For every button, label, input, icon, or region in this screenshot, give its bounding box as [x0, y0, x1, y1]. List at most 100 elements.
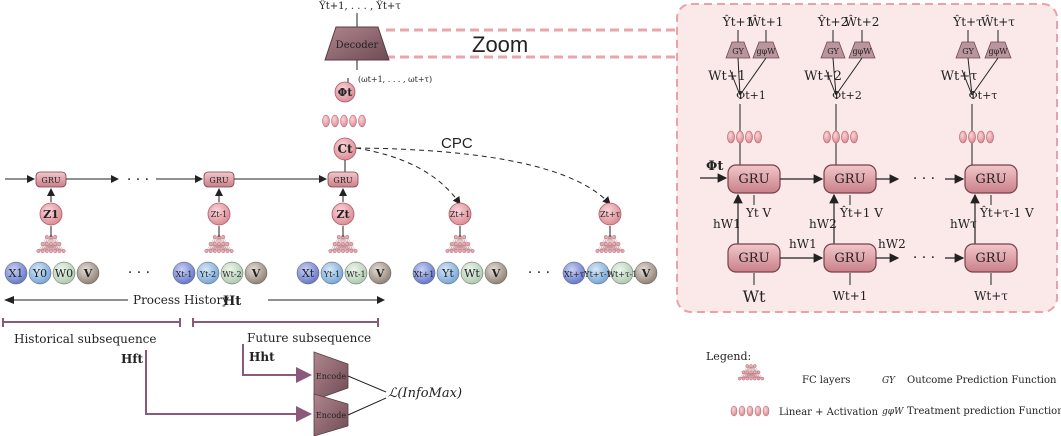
zoom-h1: hW1 — [713, 217, 741, 231]
input-group: Xt+1 Yt Wt V — [412, 261, 508, 285]
svg-text:gφW: gφW — [989, 47, 1009, 56]
z-node-t: Zt — [336, 208, 350, 221]
input-node-label: Wt-2 — [222, 270, 241, 279]
z-node-1: Z1 — [43, 208, 59, 221]
svg-text:GRU: GRU — [209, 176, 228, 185]
svg-text:Encode: Encode — [316, 411, 346, 420]
svg-text:Φt: Φt — [338, 86, 354, 99]
h-t-label: Ht — [223, 294, 241, 309]
svg-text:· · ·: · · · — [127, 172, 149, 188]
svg-text:Φt+1: Φt+1 — [736, 89, 766, 102]
z-node-t-1: Zt-1 — [211, 210, 228, 219]
input-node-label: Yt — [441, 267, 454, 280]
input-node — [4, 261, 28, 285]
what-tt: Ŵt+τ — [981, 14, 1015, 29]
input-node — [76, 261, 100, 285]
zoom-h2-between: hW2 — [878, 237, 906, 251]
input-node-label: Xt+1 — [414, 270, 435, 279]
z-nodes: Z1 Zt-1 Zt Zt+1 Zt+τ — [39, 202, 622, 226]
input-node-label: Yt-1 — [323, 270, 340, 279]
input-node-label: V — [83, 267, 93, 280]
cpc-arrows — [355, 147, 611, 205]
h-h-label: Hht — [249, 350, 275, 364]
process-history-label: Process History — [133, 293, 229, 307]
input-node — [484, 261, 508, 285]
z-node-t+1: Zt+1 — [450, 210, 471, 219]
svg-text:· · ·: · · · — [528, 265, 550, 281]
h-f-label: Hft — [121, 352, 144, 366]
svg-text:Ŷt+τ-1 V: Ŷt+τ-1 V — [979, 205, 1034, 220]
svg-text:GRU: GRU — [333, 176, 352, 185]
svg-text:GRU: GRU — [738, 172, 769, 187]
fc-layer-nets — [36, 226, 625, 253]
cpc-label: CPC — [441, 135, 473, 152]
zoom-hidden-links — [733, 193, 980, 244]
input-node-label: Wt+τ-1 — [607, 270, 637, 279]
input-node-label: V — [641, 267, 651, 280]
input-node — [320, 261, 344, 285]
svg-text:gφW: gφW — [853, 47, 873, 56]
input-node — [296, 261, 320, 285]
zoom-connector — [386, 28, 677, 59]
svg-text:Wt+τ: Wt+τ — [974, 289, 1008, 303]
input-node — [368, 261, 392, 285]
historical-subsequence-label: Historical subsequence — [14, 332, 157, 346]
input-node — [634, 261, 658, 285]
svg-text:Ct: Ct — [337, 142, 353, 156]
input-node — [436, 261, 460, 285]
input-ellipses: · · · · · · — [128, 265, 550, 281]
svg-text:· · ·: · · · — [913, 171, 935, 187]
legend-linear-icon — [730, 405, 770, 417]
svg-text:GY: GY — [732, 47, 744, 56]
input-node-label: Xt — [302, 267, 315, 280]
svg-text:GY: GY — [827, 47, 839, 56]
svg-text:Wt+1: Wt+1 — [708, 69, 746, 84]
input-node-label: V — [491, 267, 501, 280]
zoom-output-heads: Ŷt+1 Ŵt+1 Ŷt+2 Ŵt+2 Ŷt+τ Ŵt+τ GY gφW GY … — [708, 14, 1015, 168]
fc-net — [36, 226, 66, 253]
yhat-tt: Ŷt+τ — [952, 14, 983, 29]
infomax-loss: ℒ(InfoMax) — [388, 386, 462, 401]
input-node — [244, 261, 268, 285]
svg-text:Yt V: Yt V — [745, 206, 772, 220]
svg-text:Treatment prediction Function: Treatment prediction Function — [907, 406, 1061, 417]
phi-t-node — [334, 81, 356, 103]
yhat-t1: Ŷt+1 — [722, 14, 753, 29]
input-node-label: X1 — [9, 267, 24, 280]
svg-text:Wt+τ: Wt+τ — [941, 69, 978, 84]
what-t1: Ŵt+1 — [749, 14, 784, 29]
zoom-htau: hWτ — [950, 217, 977, 231]
process-history: Process History Ht — [4, 293, 385, 309]
svg-text:gφW: gφW — [882, 407, 904, 417]
fc-net — [595, 226, 625, 253]
input-node — [562, 261, 586, 285]
input-node-label: V — [251, 267, 261, 280]
input-node — [172, 261, 196, 285]
input-node — [344, 261, 368, 285]
svg-text:gφW: gφW — [757, 47, 777, 56]
svg-text:Wt: Wt — [743, 287, 766, 306]
input-node-label: Wt — [464, 267, 480, 280]
omega-label: (ωt+1, . . . , ωt+τ) — [358, 75, 432, 84]
svg-text:Decoder: Decoder — [336, 40, 379, 51]
input-node — [460, 261, 484, 285]
history-gru-chain: GRU GRU GRU · · · — [5, 171, 359, 202]
svg-text:Legend:: Legend: — [706, 350, 751, 363]
fc-net — [204, 226, 234, 253]
input-node-label: Y0 — [32, 267, 47, 280]
svg-text:Wt+2: Wt+2 — [804, 69, 842, 84]
svg-text:GRU: GRU — [975, 172, 1006, 187]
svg-text:GRU: GRU — [41, 176, 60, 185]
svg-text:GY: GY — [962, 47, 974, 56]
zoom-label: Zoom — [472, 32, 528, 57]
zoom-gru-bottom-row: GRU GRU GRU · · · Wt Wt+1 Wt+τ — [727, 243, 1018, 306]
svg-text:FC layers: FC layers — [802, 375, 850, 386]
input-node — [610, 261, 634, 285]
yhat-t2: Ŷt+2 — [817, 14, 848, 29]
svg-text:Encode: Encode — [316, 372, 346, 381]
svg-text:Φt+τ: Φt+τ — [969, 89, 998, 102]
